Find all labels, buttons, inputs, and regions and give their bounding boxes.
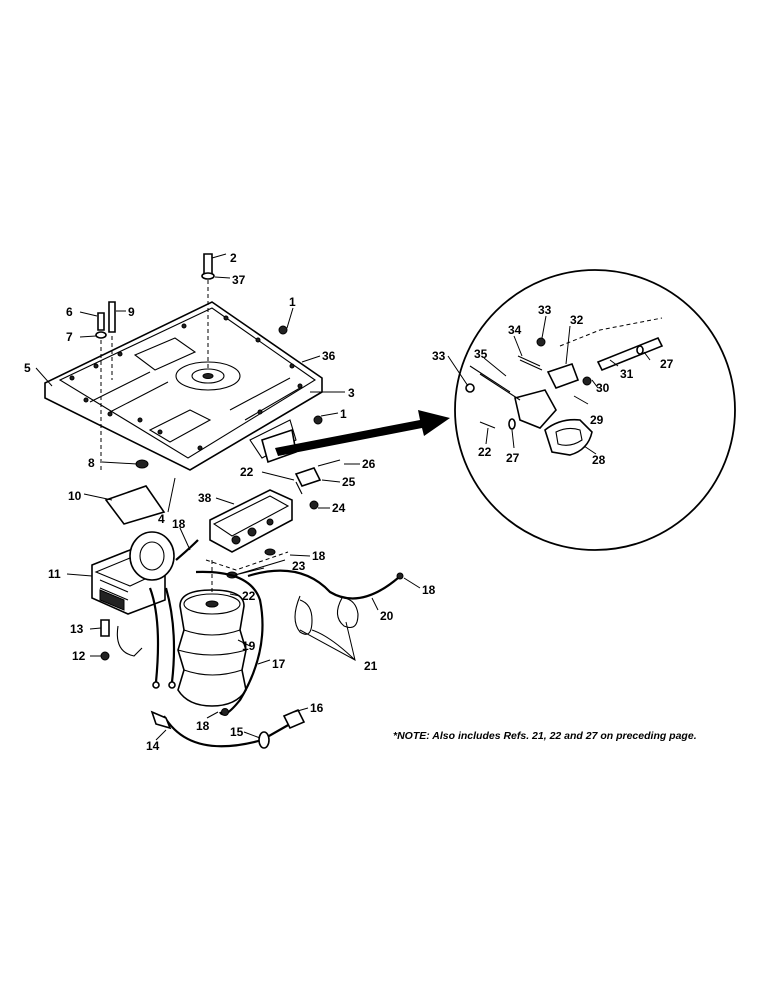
callout-23: 23 bbox=[292, 559, 306, 573]
callout-17: 17 bbox=[272, 657, 286, 671]
detail-circle bbox=[454, 269, 736, 551]
callout-10: 10 bbox=[68, 489, 82, 503]
callout-24: 24 bbox=[332, 501, 346, 515]
callout-15: 15 bbox=[230, 725, 244, 739]
callout-25: 25 bbox=[342, 475, 356, 489]
air-spring bbox=[177, 560, 247, 707]
callout-35: 35 bbox=[474, 347, 488, 361]
callout-14: 14 bbox=[146, 739, 160, 753]
callout-34: 34 bbox=[508, 323, 522, 337]
callout-36: 36 bbox=[322, 349, 336, 363]
callout-18-compressor: 18 bbox=[172, 517, 186, 531]
callout-18-line: 18 bbox=[422, 583, 436, 597]
callout-28: 28 bbox=[592, 453, 606, 467]
compressor bbox=[91, 531, 199, 615]
callout-20: 20 bbox=[380, 609, 394, 623]
callout-27-detail: 27 bbox=[506, 451, 520, 465]
callout-8: 8 bbox=[88, 456, 95, 470]
callout-26: 26 bbox=[362, 457, 376, 471]
callout-21: 21 bbox=[364, 659, 378, 673]
valve-assembly bbox=[205, 459, 341, 579]
callout-6: 6 bbox=[66, 305, 73, 319]
callout-29: 29 bbox=[590, 413, 604, 427]
callout-11: 11 bbox=[48, 567, 61, 581]
cover-plate bbox=[104, 485, 166, 525]
callout-27-right: 27 bbox=[660, 357, 674, 371]
top-hardware bbox=[95, 253, 323, 470]
callout-9: 9 bbox=[128, 305, 135, 319]
callout-19: 19 bbox=[242, 639, 256, 653]
note-body: Also includes Refs. 21, 22 and 27 on pre… bbox=[429, 730, 697, 742]
callout-5: 5 bbox=[24, 361, 31, 375]
callout-33-top: 33 bbox=[538, 303, 552, 317]
callout-1-top: 1 bbox=[289, 295, 296, 309]
callout-3: 3 bbox=[348, 386, 355, 400]
callout-13: 13 bbox=[70, 622, 84, 636]
detail-arrow bbox=[275, 410, 450, 456]
callout-38: 38 bbox=[198, 491, 212, 505]
callout-18-bottom: 18 bbox=[196, 719, 210, 733]
callout-33-left: 33 bbox=[432, 349, 446, 363]
note-label: *NOTE: bbox=[393, 730, 430, 742]
callout-22-detail: 22 bbox=[478, 445, 492, 459]
callout-22-lower: 22 bbox=[242, 589, 256, 603]
callout-37: 37 bbox=[232, 273, 246, 287]
callout-31: 31 bbox=[620, 367, 634, 381]
air-lines bbox=[195, 569, 404, 716]
callout-30: 30 bbox=[596, 381, 610, 395]
callout-numbers: 2 37 1 6 9 7 5 36 3 1 8 10 4 38 22 26 25… bbox=[24, 251, 674, 753]
callout-12: 12 bbox=[72, 649, 86, 663]
callout-4: 4 bbox=[158, 512, 165, 526]
callout-7: 7 bbox=[66, 330, 73, 344]
wire-harness bbox=[150, 708, 306, 749]
leader-lines bbox=[35, 253, 651, 741]
note-text: *NOTE: Also includes Refs. 21, 22 and 27… bbox=[393, 730, 753, 742]
callout-18-valve: 18 bbox=[312, 549, 326, 563]
callout-16: 16 bbox=[310, 701, 324, 715]
callout-22-upper: 22 bbox=[240, 465, 254, 479]
callout-1-right: 1 bbox=[340, 407, 347, 421]
callout-32: 32 bbox=[570, 313, 584, 327]
callout-2: 2 bbox=[230, 251, 237, 265]
mounting-plate bbox=[44, 301, 323, 471]
